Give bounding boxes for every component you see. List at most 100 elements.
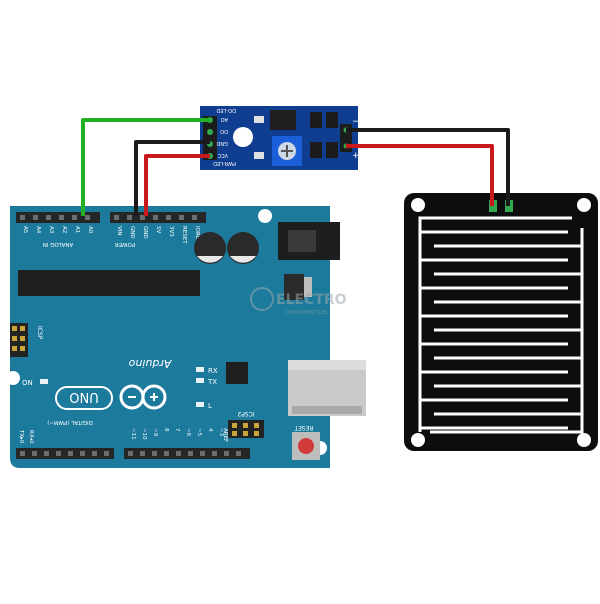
header-pin (56, 451, 61, 456)
module-pin-label: GND (216, 140, 228, 146)
header-pin (20, 215, 25, 220)
trace-comb-b (430, 228, 584, 434)
header-pin (224, 451, 229, 456)
wire-sensor-minus (346, 128, 510, 206)
wire-ao-to-a0 (81, 118, 210, 216)
icsp2-pin (243, 423, 248, 428)
wire-vcc-to-5v (144, 154, 210, 216)
header-pin (140, 215, 145, 220)
header-pin (127, 215, 132, 220)
power-label: POWER (115, 241, 136, 247)
svg-text:L: L (208, 402, 212, 410)
pin-label: ~3 (218, 428, 224, 437)
pin-label: A3 (48, 226, 54, 234)
pin-label: 4 (207, 428, 213, 432)
module-pin-header (203, 116, 217, 160)
pin-label: ~10 (141, 428, 147, 440)
header-pin (72, 215, 77, 220)
pin-label: ~5 (196, 428, 202, 437)
pin-label: IOREF (194, 226, 200, 242)
mount-hole (411, 433, 425, 447)
icsp2-pin (232, 431, 237, 436)
board-hole (6, 371, 20, 385)
pin-label: VIN (116, 226, 122, 236)
resistor (310, 142, 322, 158)
icsp2-pin (243, 431, 248, 436)
header-pin (85, 215, 90, 220)
pin-label: 5V (155, 226, 161, 233)
pin-label: A2 (61, 226, 67, 233)
comparator-chip (270, 110, 296, 130)
do-led (254, 116, 264, 123)
pin-label: ~6 (185, 428, 191, 437)
header-pin (153, 215, 158, 220)
pin-label: 3V3 (168, 226, 174, 237)
resistor (326, 112, 338, 128)
icsp-pin (12, 326, 17, 331)
header-pin (212, 451, 217, 456)
pwr-led (254, 152, 264, 159)
icsp-left: ICSP (10, 323, 43, 357)
header-pin (80, 451, 85, 456)
svg-text:ELECTRO: ELECTRO (276, 292, 347, 308)
on-led (40, 379, 48, 384)
module-pin-label: VCC (217, 152, 228, 158)
svg-text:RX◂1: RX◂1 (28, 430, 34, 444)
pin-label: A0 (87, 226, 93, 234)
icsp-pin (20, 346, 25, 351)
module-pin-label: AO (221, 116, 228, 122)
minus-label: − (352, 117, 360, 127)
wire-sensor-plus (346, 144, 494, 206)
svg-text:RX: RX (208, 367, 218, 375)
pin-label: A5 (22, 226, 28, 234)
infinity-right (141, 384, 167, 410)
watermark: ELECTRO COMPONENTS.ES (250, 287, 347, 316)
watermark-icon (250, 287, 274, 311)
module-pin-label: DO (220, 128, 228, 134)
header-pin (104, 451, 109, 456)
svg-text:PWR-LED: PWR-LED (213, 160, 236, 166)
header-pin (92, 451, 97, 456)
mount-hole (411, 198, 425, 212)
header-pin (200, 451, 205, 456)
rx-led (196, 367, 204, 372)
icsp-pin (20, 326, 25, 331)
pin-label: 7 (174, 428, 180, 432)
icsp2-pin (232, 423, 237, 428)
reset-label: RESET (294, 424, 314, 431)
resistor (326, 142, 338, 158)
reset-button[interactable]: RESET (292, 424, 320, 460)
arduino-brand: Arduino (128, 357, 172, 370)
icsp-pin (12, 336, 17, 341)
tx-led (196, 378, 204, 383)
header-pin (176, 451, 181, 456)
header-pin (188, 451, 193, 456)
header-pin (236, 451, 241, 456)
icsp2-pin (254, 431, 259, 436)
header-pin (192, 215, 197, 220)
rain-sensor-plate (404, 193, 598, 451)
icsp2-pin (254, 423, 259, 428)
svg-text:ICSP2: ICSP2 (237, 410, 254, 417)
header-pin (20, 451, 25, 456)
svg-text:ICSP: ICSP (36, 326, 43, 340)
pin-label: RESET (181, 226, 187, 244)
usb-chip (226, 362, 248, 384)
wire-gnd-to-gnd (134, 140, 210, 216)
header-pin (59, 215, 64, 220)
regulator (284, 274, 304, 300)
analog-in-label: ANALOG IN (43, 241, 74, 247)
on-label: ON (22, 379, 33, 387)
arduino-logo: Arduino UNO (55, 357, 172, 410)
header-pin (179, 215, 184, 220)
pin-label: GND (129, 226, 135, 239)
header-pin (68, 451, 73, 456)
header-pin (140, 451, 145, 456)
uno-label: UNO (69, 389, 98, 404)
svg-text:AREF: AREF (222, 428, 228, 442)
